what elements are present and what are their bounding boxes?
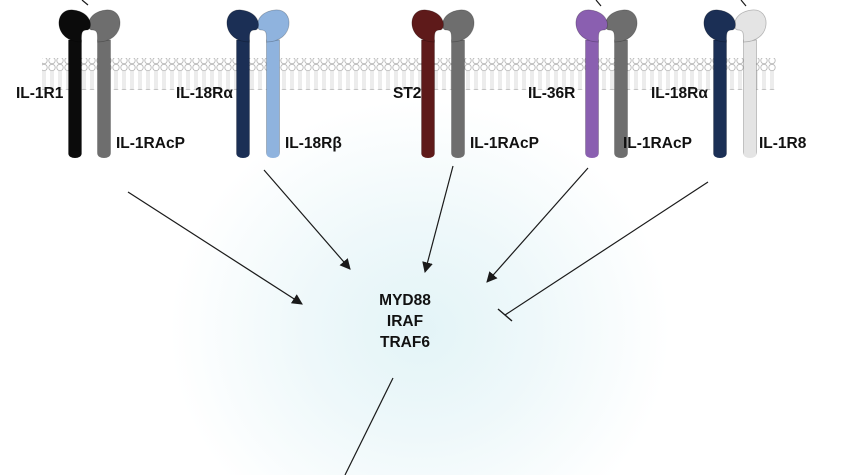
- receptor-5-left-chain-stalk: [713, 39, 727, 155]
- receptor-2-left-chain-head: [226, 9, 259, 43]
- receptor-5-right-chain-cap: [743, 150, 757, 158]
- label-il-18ra-1: IL-18Rα: [176, 85, 233, 102]
- receptor-1-right-chain-head: [88, 9, 121, 43]
- label-il-36r: IL-36R: [528, 85, 576, 102]
- receptor-1-left-chain-stalk: [68, 39, 82, 155]
- receptor-2-right-chain-head: [257, 9, 290, 43]
- adaptor-traf6: TRAF6: [380, 334, 430, 351]
- label-il-1r8: IL-1R8: [759, 135, 807, 152]
- receptor-2-left-chain-stalk: [236, 39, 250, 155]
- inhibition-bar: [497, 308, 513, 322]
- receptor-2-left-chain-cap: [236, 150, 250, 158]
- label-il-1racp-3: IL-1RAcP: [623, 135, 692, 152]
- downstream-signal-line: [344, 377, 394, 475]
- label-il-1racp-1: IL-1RAcP: [116, 135, 185, 152]
- label-il-1r1: IL-1R1: [16, 85, 64, 102]
- receptor-4-right-chain-head: [605, 9, 638, 43]
- top-ligand-arrows: [81, 0, 747, 7]
- receptor-2-right-chain-cap: [266, 150, 280, 158]
- receptor-3-left-chain-cap: [421, 150, 435, 158]
- receptor-1-left-chain-head: [58, 9, 91, 43]
- ligand-arrow-4: [595, 0, 602, 7]
- label-il-1racp-2: IL-1RAcP: [470, 135, 539, 152]
- receptor-2-right-chain-stalk: [266, 39, 280, 155]
- inhibition-il1r8-to-myd88: [504, 181, 709, 316]
- adaptor-iraf: IRAF: [386, 313, 424, 330]
- receptor-1-right-chain-cap: [97, 150, 111, 158]
- signaling-adaptor-complex: MYD88 IRAF TRAF6: [340, 290, 470, 353]
- receptor-3-left-chain-stalk: [421, 39, 435, 155]
- cell-membrane: [42, 58, 776, 90]
- receptor-4-left-chain-head: [575, 9, 608, 43]
- arrow-il1r1-to-myd88: [127, 191, 303, 305]
- receptor-1-right-chain-stalk: [97, 39, 111, 155]
- receptor-3-right-chain-cap: [451, 150, 465, 158]
- receptor-3-left-chain-head: [411, 9, 444, 43]
- receptor-group: [58, 9, 767, 158]
- arrow-il18r-to-myd88: [263, 169, 351, 270]
- receptor-4-left-chain-stalk: [585, 39, 599, 155]
- signaling-arrows: [127, 165, 709, 475]
- receptor-3-right-chain-head: [442, 9, 475, 43]
- receptor-3-right-chain-stalk: [451, 39, 465, 155]
- ligand-arrow-5: [740, 0, 747, 7]
- receptor-5-right-chain-head: [734, 9, 767, 43]
- label-il-18rb: IL-18Rβ: [285, 135, 342, 152]
- receptor-4-right-chain-cap: [614, 150, 628, 158]
- receptor-5-right-chain-stalk: [743, 39, 757, 155]
- label-il-18ra-2: IL-18Rα: [651, 85, 708, 102]
- receptor-5-left-chain-head: [703, 9, 736, 43]
- ligand-arrow-1: [81, 0, 89, 6]
- arrow-il36r-to-myd88: [486, 167, 589, 283]
- label-st2: ST2: [393, 85, 422, 102]
- receptor-4-left-chain-cap: [585, 150, 599, 158]
- arrow-st2-to-myd88: [422, 165, 454, 274]
- adaptor-myd88: MYD88: [379, 292, 431, 309]
- receptor-1-left-chain-cap: [68, 150, 82, 158]
- receptor-5-left-chain-cap: [713, 150, 727, 158]
